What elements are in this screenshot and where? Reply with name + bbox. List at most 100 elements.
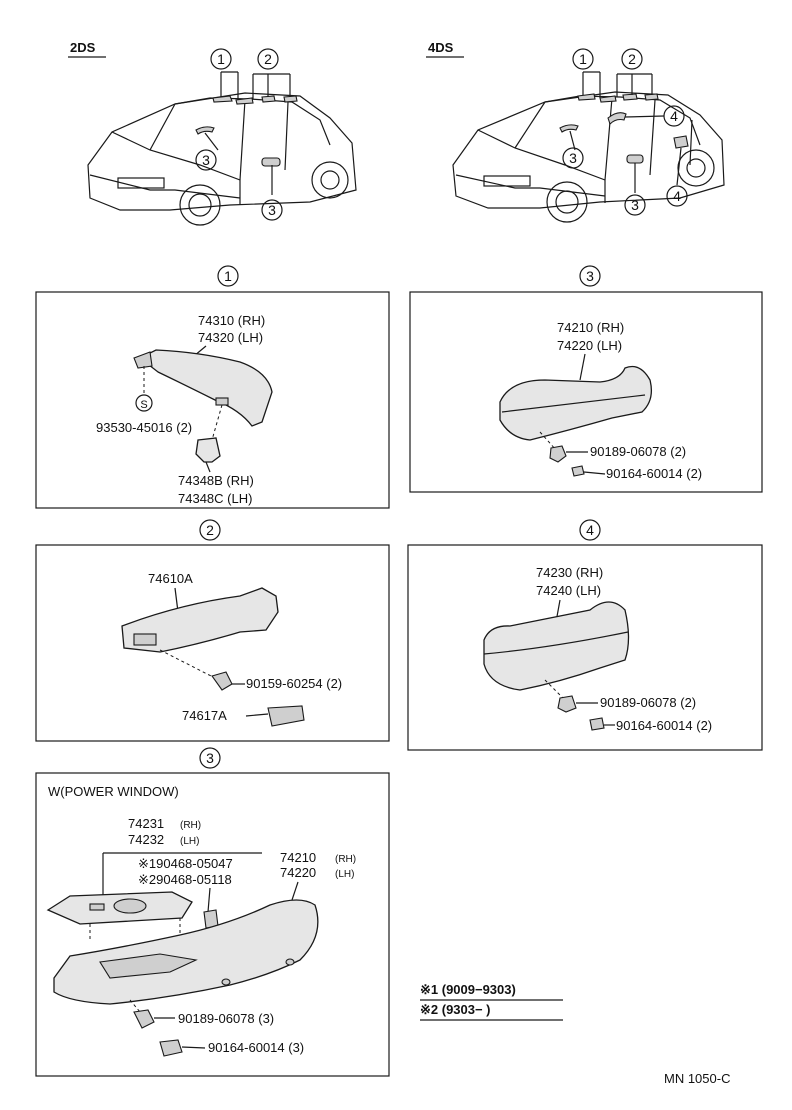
svg-text:4: 4 [670,108,678,124]
section-callout-3: 3 [199,747,221,769]
section-power-window: 3 W(POWER WINDOW) 74231 (RH) 74232 (LH) … [35,747,390,1077]
callout-1: 1 [210,48,232,70]
grip-cover-part [267,705,305,727]
panel-sun-visor [35,291,390,509]
label-assist-grip-bolt: 90159-60254 (2) [246,676,342,691]
label-visor-screw: 93530-45016 (2) [96,420,192,435]
label-armrest-rear-screw: 90164-60014 (2) [616,718,712,733]
clip-part [133,1009,155,1029]
svg-text:3: 3 [206,750,214,766]
svg-text:3: 3 [569,150,577,166]
section-assist-grip: 2 74610A 90159-60254 (2) 74617A [35,519,390,742]
label-armrest-front-screw: 90164-60014 (2) [606,466,702,481]
svg-text:3: 3 [268,202,276,218]
svg-text:4: 4 [586,522,594,538]
legend: ※1 (9009−9303) ※2 (9303− ) [420,982,563,1021]
car-2ds-overview: 2DS 1 2 [68,40,357,226]
section-armrest-rear: 4 74230 (RH) 74240 (LH) 90189-06078 (2) … [407,519,763,751]
section-sun-visor: 1 74310 (RH) 74320 (LH) S 93530-45016 (2… [35,265,390,509]
callout-3: 3 [562,147,584,169]
svg-text:2: 2 [264,51,272,67]
label-switch-2: ※290468-05118 [138,872,232,887]
label-pw-armrest-rh: 74210 [280,850,316,865]
callout-4: 4 [663,105,685,127]
section-armrest-front: 3 74210 (RH) 74220 (LH) 90189-06078 (2) … [409,265,763,493]
panel-armrest-rear [407,544,763,751]
section-callout-4: 4 [579,519,601,541]
visor-holder-part [195,437,221,463]
screw-s-mark [135,394,153,412]
screw-part [589,717,605,731]
svg-text:(LH): (LH) [180,836,199,847]
label-armrest-rear-rh: 74230 (RH) [536,565,603,580]
label-holder-rh: 74348B (RH) [178,473,254,488]
label-armrest-front-rh: 74210 (RH) [557,320,624,335]
label-pw-armrest-lh: 74220 [280,865,316,880]
svg-text:(RH): (RH) [335,854,356,865]
svg-text:2: 2 [206,522,214,538]
svg-text:3: 3 [586,268,594,284]
callout-3: 3 [195,149,217,171]
section-callout-2: 2 [199,519,221,541]
svg-text:1: 1 [224,268,232,284]
variant-label-4ds: 4DS [428,40,454,55]
car-wheel-front-4ds [546,181,588,223]
label-visor-lh: 74320 (LH) [198,330,263,345]
label-pw-screw: 90164-60014 (3) [208,1040,304,1055]
diagram-code: MN 1050-C [664,1071,730,1086]
callout-3: 3 [261,199,283,221]
panel-armrest-front [409,291,763,493]
legend-line-2: ※2 (9303− ) [420,1002,491,1017]
label-switch-1: ※190468-05047 [138,856,233,871]
label-holder-lh: 74348C (LH) [178,491,252,506]
screw-part [571,465,585,477]
variant-label-2ds: 2DS [70,40,96,55]
label-armrest-front-lh: 74220 (LH) [557,338,622,353]
label-panel-lh: 74232 [128,832,164,847]
panel-power-window [35,772,390,1077]
car-body-2ds [87,92,357,211]
svg-text:(RH): (RH) [180,820,201,831]
svg-text:1: 1 [579,51,587,67]
svg-text:3: 3 [202,152,210,168]
clip-part [557,695,577,713]
callout-4: 4 [666,185,688,207]
car-body-4ds [452,91,725,209]
svg-text:1: 1 [217,51,225,67]
assist-grip-part [121,587,279,653]
label-armrest-rear-lh: 74240 (LH) [536,583,601,598]
section-callout-3: 3 [579,265,601,287]
legend-line-1: ※1 (9009−9303) [420,982,516,997]
armrest-rear-part [483,601,630,691]
label-pw-clip: 90189-06078 (3) [178,1011,274,1026]
car-wheel-front-2ds [179,184,221,226]
label-assist-grip-cover: 74617A [182,708,227,723]
panel-assist-grip [35,544,390,742]
svg-text:S: S [140,399,147,411]
svg-text:2: 2 [628,51,636,67]
svg-text:(LH): (LH) [335,869,354,880]
sun-visor-part [138,349,273,427]
callout-1: 1 [572,48,594,70]
label-panel-rh: 74231 [128,816,164,831]
car-4ds-overview: 4DS 1 2 [426,40,725,223]
label-assist-grip: 74610A [148,571,193,586]
clip-part [549,445,567,463]
car-wheel-rear-4ds [677,149,715,187]
callout-3: 3 [624,194,646,216]
bolt-part [211,671,233,691]
label-visor-rh: 74310 (RH) [198,313,265,328]
label-power-window-title: W(POWER WINDOW) [48,784,179,799]
pw-armrest-part [53,899,319,1005]
section-callout-1: 1 [217,265,239,287]
callout-2: 2 [621,48,643,70]
svg-text:3: 3 [631,197,639,213]
label-armrest-front-clip: 90189-06078 (2) [590,444,686,459]
car-wheel-rear-2ds [311,161,349,199]
screw-part [159,1039,183,1057]
callout-2: 2 [257,48,279,70]
svg-text:4: 4 [673,188,681,204]
label-armrest-rear-clip: 90189-06078 (2) [600,695,696,710]
